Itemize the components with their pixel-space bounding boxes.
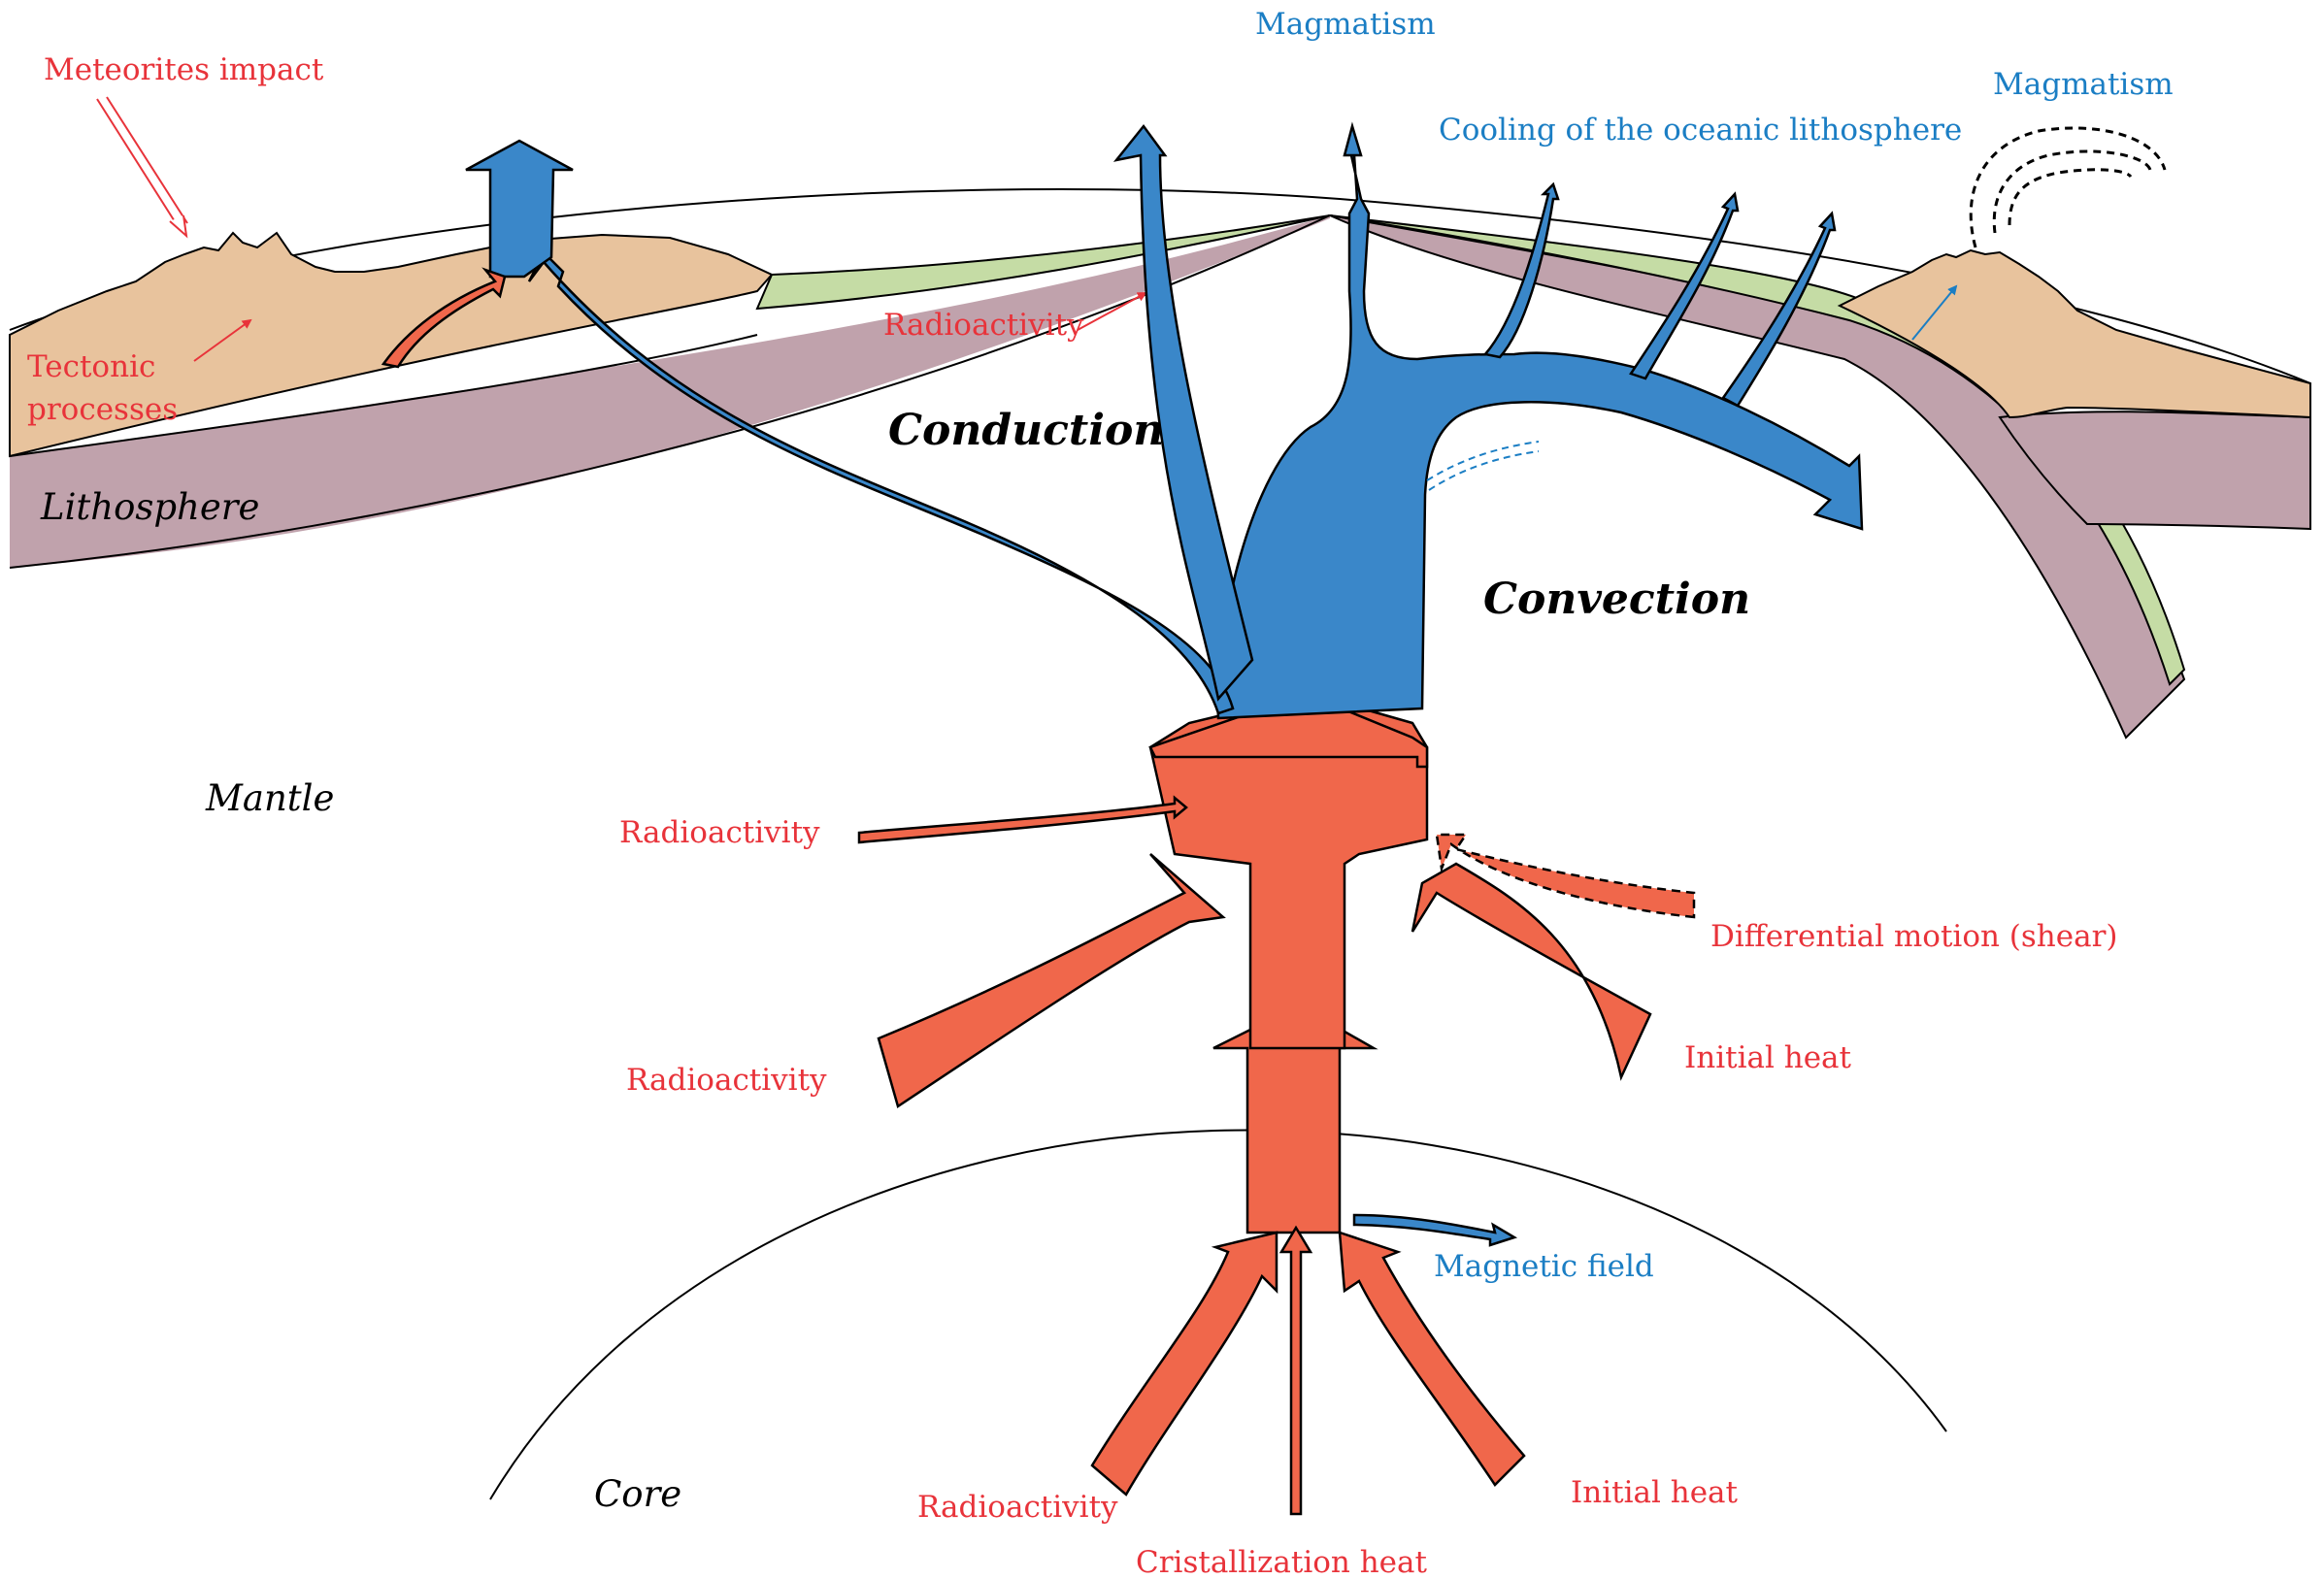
lithosphere-label: Lithosphere [40,486,259,528]
volcanic-plume-icon [1971,128,2165,247]
conduction-label: Conduction [888,406,1164,455]
magnetic-field-label: Magnetic field [1434,1249,1654,1284]
convection-dashed-arrow-icon [1427,442,1539,490]
radioactivity-mantle-upper-label: Radioactivity [619,815,820,850]
magmatism-right-label: Magmatism [1993,67,2174,102]
meteorites-impact-label: Meteorites impact [44,52,324,87]
radioactivity-lithosphere-label: Radioactivity [883,308,1084,343]
tectonic-label-line1: Tectonic [27,349,155,384]
tectonic-label-line2: processes [27,392,178,427]
heat-loss-trunk [1218,126,1862,718]
initial-heat-core-label: Initial heat [1571,1475,1739,1510]
radioactivity-mantle-upper-flow [859,798,1186,842]
cooling-oceanic-label: Cooling of the oceanic lithosphere [1439,113,1962,148]
magnetic-field-flow [1354,1215,1514,1245]
convection-label: Convection [1483,575,1750,624]
radioactivity-mantle-lower-label: Radioactivity [626,1063,827,1098]
meteorite-arrow-icon [97,97,187,236]
magmatism-top-label: Magmatism [1255,7,1436,42]
differential-motion-label: Differential motion (shear) [1710,919,2118,954]
core-label: Core [594,1473,681,1515]
radioactivity-mantle-lower-flow [879,854,1223,1106]
mantle-label: Mantle [205,777,334,819]
cristallization-heat-label: Cristallization heat [1136,1545,1428,1579]
radioactivity-core-label: Radioactivity [917,1490,1118,1525]
cristallization-heat-flow [1281,1228,1311,1514]
initial-heat-mantle-label: Initial heat [1684,1040,1852,1075]
radioactivity-core-flow [1092,1233,1277,1495]
